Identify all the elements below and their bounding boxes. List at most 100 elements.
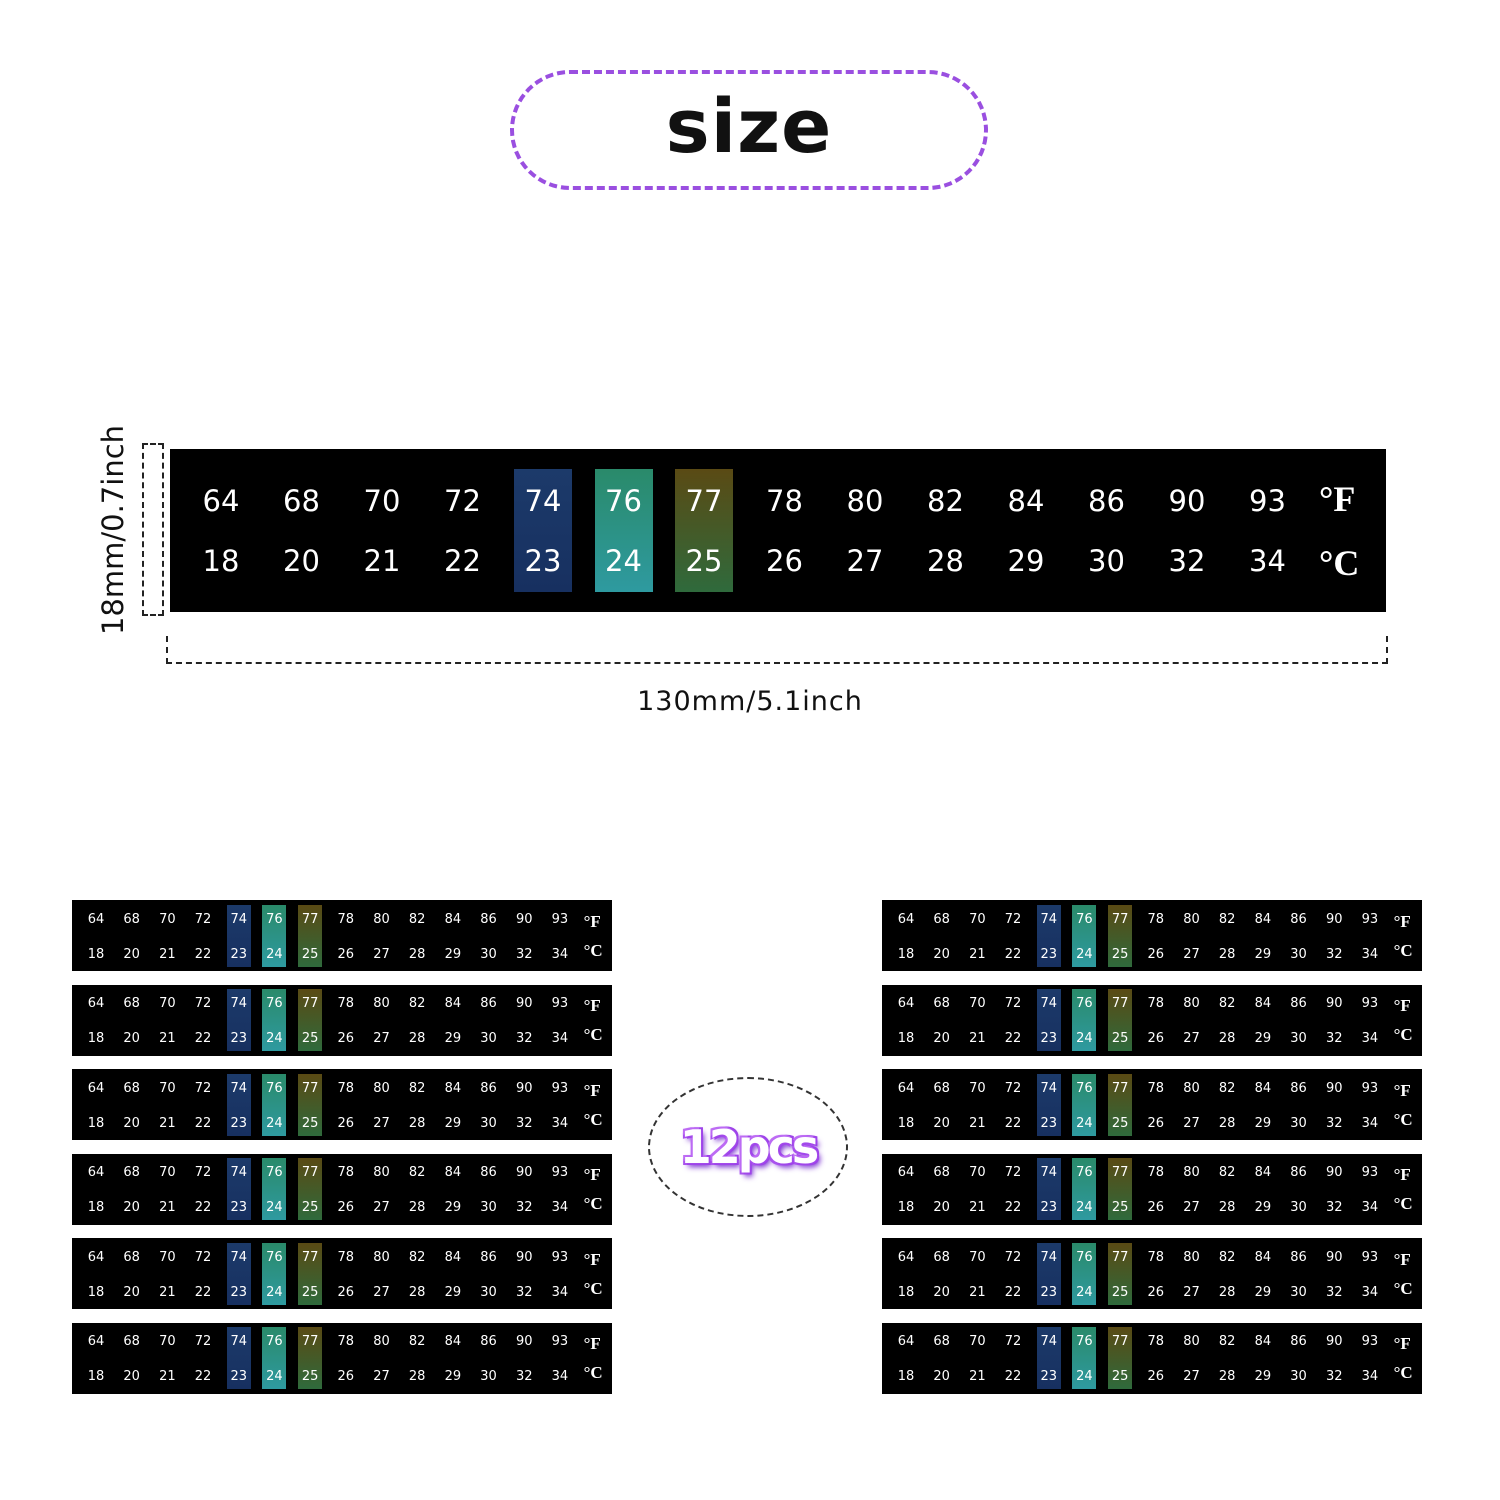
fahrenheit-value: 76	[1076, 1334, 1093, 1349]
height-dimension-line	[142, 443, 164, 616]
fahrenheit-value: 64	[87, 911, 105, 927]
celsius-value: 18	[87, 1369, 105, 1384]
celsius-value: 32	[515, 1284, 533, 1300]
fahrenheit-value: 82	[1218, 1249, 1236, 1265]
fahrenheit-value: 93	[1361, 1080, 1379, 1096]
fahrenheit-value: 80	[373, 1165, 390, 1180]
celsius-value: 23	[1040, 1284, 1058, 1300]
celsius-value: 32	[515, 1369, 533, 1384]
celsius-value: 18	[897, 1031, 915, 1046]
celsius-value: 18	[87, 1115, 105, 1131]
celsius-value: 24	[266, 946, 283, 962]
fahrenheit-value: 78	[766, 484, 803, 518]
fahrenheit-value: 64	[897, 1165, 915, 1180]
celsius-value: 26	[337, 946, 355, 962]
celsius-value: 21	[159, 1284, 176, 1300]
fahrenheit-unit: °F	[583, 1080, 601, 1100]
fahrenheit-value: 90	[515, 1334, 533, 1349]
fahrenheit-value: 64	[897, 1334, 915, 1349]
celsius-value: 26	[1147, 1369, 1165, 1384]
fahrenheit-value: 80	[373, 996, 390, 1011]
fahrenheit-value: 84	[1254, 996, 1272, 1011]
celsius-value: 26	[337, 1369, 355, 1384]
celsius-value: 29	[444, 1369, 462, 1384]
unit-labels: °F°C	[584, 1251, 603, 1297]
fahrenheit-unit: °F	[1393, 996, 1411, 1015]
celsius-value: 20	[123, 1369, 140, 1384]
fahrenheit-value: 90	[1168, 484, 1206, 518]
celsius-value: 30	[1290, 1200, 1307, 1215]
fahrenheit-value: 93	[1361, 1249, 1379, 1265]
celsius-value: 28	[1218, 1369, 1236, 1384]
fahrenheit-value: 74	[230, 1249, 248, 1265]
celsius-value: 29	[444, 946, 462, 962]
fahrenheit-value: 78	[1147, 911, 1165, 927]
fahrenheit-value: 80	[1183, 996, 1200, 1011]
temperature-column: 78 26	[1144, 905, 1168, 967]
fahrenheit-value: 86	[1290, 1165, 1307, 1180]
fahrenheit-value: 84	[444, 1165, 462, 1180]
celsius-unit: °C	[1393, 1278, 1413, 1298]
celsius-value: 26	[1147, 946, 1165, 962]
fahrenheit-value: 90	[515, 911, 533, 927]
fahrenheit-value: 90	[1325, 911, 1343, 927]
celsius-value: 24	[266, 1369, 283, 1384]
unit-labels: °F°C	[1394, 1251, 1413, 1297]
fahrenheit-value: 86	[1088, 484, 1125, 518]
celsius-value: 27	[1183, 1200, 1200, 1215]
celsius-value: 23	[1040, 1115, 1058, 1131]
fahrenheit-value: 72	[1004, 1334, 1022, 1349]
celsius-value: 21	[969, 1200, 986, 1215]
unit-labels: °F°C	[584, 1166, 603, 1212]
fahrenheit-unit: °F	[1393, 1080, 1411, 1100]
fahrenheit-value: 70	[969, 1165, 986, 1180]
fahrenheit-value: 76	[266, 996, 283, 1011]
celsius-value: 22	[1004, 1200, 1022, 1215]
fahrenheit-unit: °F	[1393, 1334, 1411, 1353]
celsius-unit: °C	[583, 1363, 603, 1382]
fahrenheit-value: 68	[933, 996, 950, 1011]
width-dimension-line	[166, 636, 1388, 664]
celsius-unit: °C	[1393, 1025, 1413, 1044]
celsius-value: 27	[1183, 1284, 1200, 1300]
fahrenheit-value: 86	[480, 996, 497, 1011]
celsius-value: 30	[1290, 1115, 1307, 1131]
celsius-value: 25	[1111, 1369, 1129, 1384]
fahrenheit-value: 82	[408, 1249, 426, 1265]
fahrenheit-value: 72	[194, 911, 212, 927]
fahrenheit-value: 72	[194, 1165, 212, 1180]
fahrenheit-value: 68	[123, 996, 140, 1011]
fahrenheit-value: 84	[1254, 1165, 1272, 1180]
celsius-value: 20	[933, 1031, 950, 1046]
